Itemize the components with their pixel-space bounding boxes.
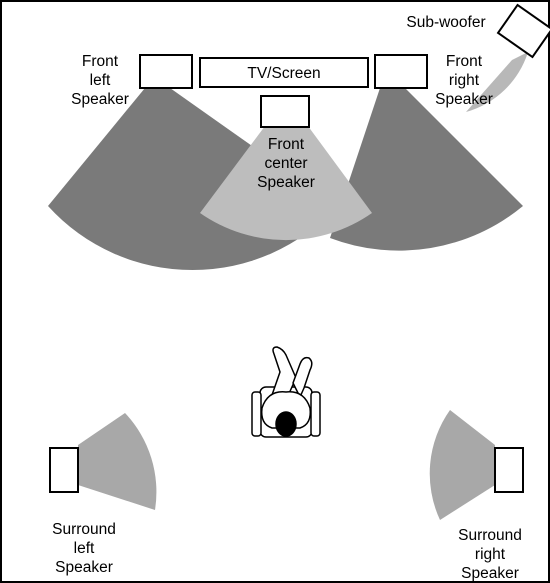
person-in-chair-icon xyxy=(251,346,321,438)
front-center-speaker: Front center Speaker xyxy=(257,95,315,191)
subwoofer-icon xyxy=(496,3,550,59)
listener-head xyxy=(275,411,297,437)
surround-right-speaker-label-line3: Speaker xyxy=(461,565,519,582)
listener-shoulders xyxy=(260,391,312,429)
front-right-speaker-icon xyxy=(374,54,428,89)
surround-left-speaker-label-line2: left xyxy=(74,540,95,557)
surround-right-speaker: Surround right Speaker xyxy=(458,447,524,582)
front-center-speaker-beam xyxy=(200,122,372,241)
surround-right-speaker-label-line1: Surround xyxy=(458,527,522,544)
front-left-speaker: Front left Speaker xyxy=(71,53,193,108)
listener-in-chair xyxy=(251,346,321,438)
front-center-speaker-label-line3: Speaker xyxy=(257,174,315,191)
surround-left-speaker-beam xyxy=(78,413,157,510)
surround-right-speaker-beam xyxy=(429,410,495,520)
subwoofer-label: Sub-woofer xyxy=(406,14,485,31)
front-left-speaker-label-line1: Front xyxy=(82,53,119,70)
surround-left-speaker: Surround left Speaker xyxy=(49,447,116,576)
subwoofer: Sub-woofer xyxy=(406,3,550,59)
subwoofer-beam xyxy=(466,52,528,112)
surround-left-speaker-label-line3: Speaker xyxy=(55,559,113,576)
front-right-speaker-label-line2: right xyxy=(449,72,480,89)
front-right-speaker-label-line3: Speaker xyxy=(435,91,493,108)
tv-screen-label: TV/Screen xyxy=(247,65,320,82)
front-left-speaker-label-line3: Speaker xyxy=(71,91,129,108)
tv-screen: TV/Screen xyxy=(199,57,369,88)
chair-left-arm xyxy=(251,391,262,437)
front-left-speaker-icon xyxy=(139,54,193,89)
front-left-speaker-label-line2: left xyxy=(90,72,111,89)
surround-left-speaker-label-line1: Surround xyxy=(52,521,116,538)
chair-right-arm xyxy=(310,391,321,437)
front-center-speaker-icon xyxy=(260,95,310,128)
tv-screen-icon xyxy=(199,57,369,88)
surround-right-speaker-label-line2: right xyxy=(475,546,506,563)
listener-leg-left xyxy=(271,346,297,399)
surround-left-speaker-icon xyxy=(49,447,79,493)
front-right-speaker-label-line1: Front xyxy=(446,53,483,70)
front-right-speaker-beam xyxy=(330,88,523,251)
front-right-speaker: Front right Speaker xyxy=(374,53,493,108)
front-center-speaker-label-line2: center xyxy=(264,155,307,172)
surround-right-speaker-icon xyxy=(494,447,524,493)
front-center-speaker-label-line1: Front xyxy=(268,136,305,153)
listener-leg-right xyxy=(292,356,313,398)
